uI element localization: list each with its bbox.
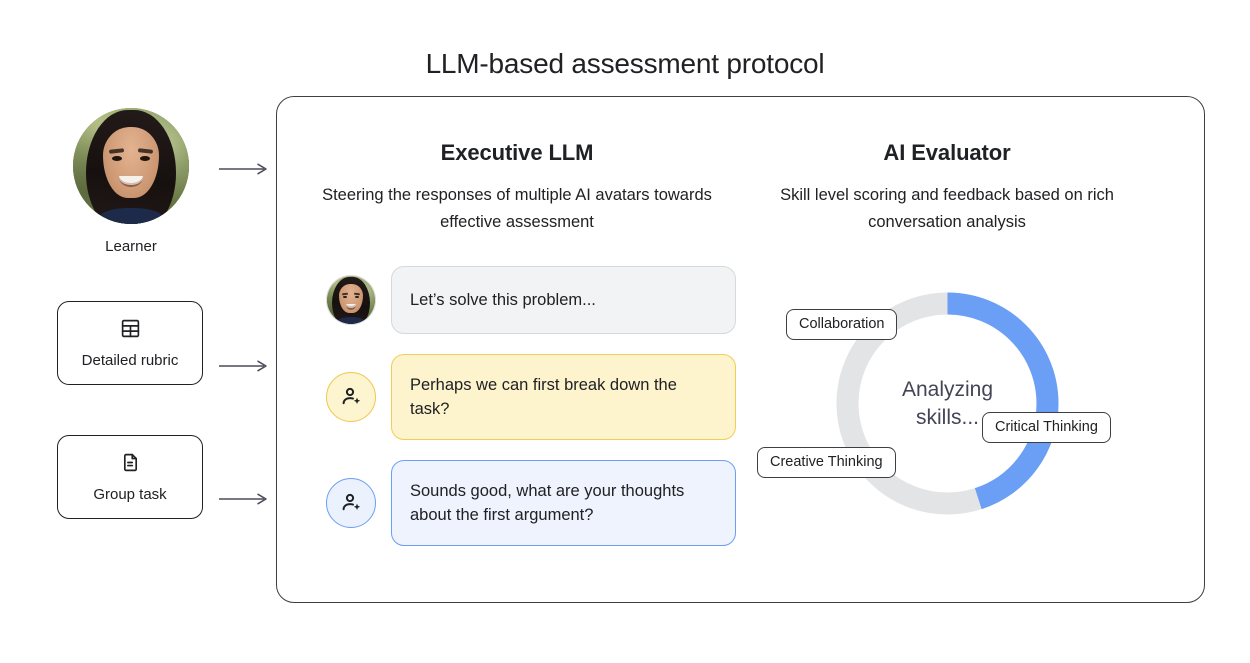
inputs-column: Learner Detailed rubric xyxy=(57,108,205,519)
learner-block: Learner xyxy=(57,108,205,255)
person-sparkle-icon-blue xyxy=(326,478,376,528)
skills-analysis-widget: Analyzing skills... Collaboration Critic… xyxy=(747,269,1147,559)
chat-text: Let’s solve this problem... xyxy=(410,290,596,309)
skill-pill-critical-thinking[interactable]: Critical Thinking xyxy=(982,412,1111,443)
learner-label: Learner xyxy=(105,238,157,255)
executive-llm-title: Executive LLM xyxy=(440,140,594,165)
detailed-rubric-card[interactable]: Detailed rubric xyxy=(57,301,203,385)
arrow-right-icon-rubric xyxy=(219,359,271,373)
document-file-icon xyxy=(120,452,141,478)
chat-message-ai-yellow: Perhaps we can first break down the task… xyxy=(326,354,736,440)
table-grid-icon xyxy=(120,318,141,344)
arrow-right-icon-grouptask xyxy=(219,492,271,506)
chat-bubble-learner: Let’s solve this problem... xyxy=(391,266,736,334)
group-task-card[interactable]: Group task xyxy=(57,435,203,519)
executive-llm-subtitle: Steering the responses of multiple AI av… xyxy=(322,186,712,231)
ai-evaluator-title: AI Evaluator xyxy=(883,140,1011,165)
chat-bubble-ai-blue: Sounds good, what are your thoughts abou… xyxy=(391,460,736,546)
chat-text: Sounds good, what are your thoughts abou… xyxy=(410,481,685,524)
detailed-rubric-label: Detailed rubric xyxy=(81,352,179,369)
conversation-list: Let’s solve this problem... Perhaps we c… xyxy=(326,266,736,546)
protocol-panel: Executive LLM Steering the responses of … xyxy=(276,96,1205,603)
person-sparkle-icon-yellow xyxy=(326,372,376,422)
learner-photo xyxy=(73,108,189,224)
learner-photo-small-icon xyxy=(326,275,376,325)
skill-pill-collaboration[interactable]: Collaboration xyxy=(786,309,898,340)
page-title: LLM-based assessment protocol xyxy=(425,48,825,79)
skill-pill-creative-thinking[interactable]: Creative Thinking xyxy=(757,447,896,478)
chat-message-learner: Let’s solve this problem... xyxy=(326,266,736,334)
chat-bubble-ai-yellow: Perhaps we can first break down the task… xyxy=(391,354,736,440)
arrow-right-icon-learner xyxy=(219,162,271,176)
chat-text: Perhaps we can first break down the task… xyxy=(410,375,677,418)
ai-evaluator-header: AI Evaluator Skill level scoring and fee… xyxy=(737,140,1157,235)
ai-evaluator-subtitle: Skill level scoring and feedback based o… xyxy=(780,186,1114,231)
executive-llm-header: Executive LLM Steering the responses of … xyxy=(317,140,717,235)
group-task-label: Group task xyxy=(93,486,167,503)
progress-donut-chart xyxy=(825,281,1070,526)
chat-message-ai-blue: Sounds good, what are your thoughts abou… xyxy=(326,460,736,546)
